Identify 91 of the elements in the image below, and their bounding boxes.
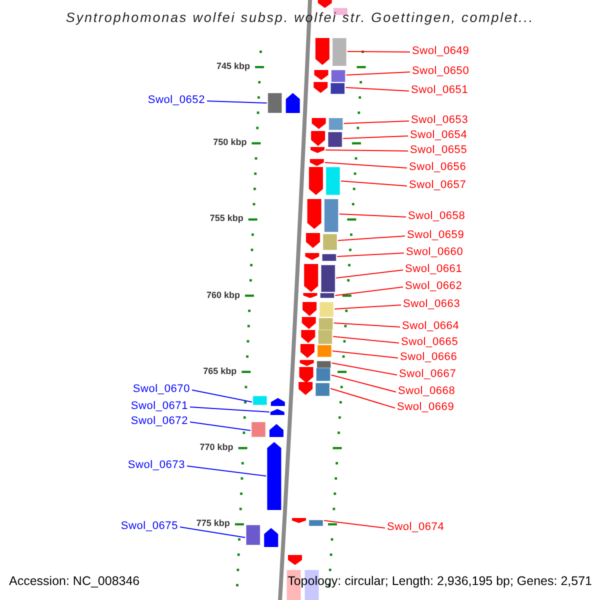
- scale-label: 755 kbp: [210, 214, 244, 224]
- gene-label: Swol_0667: [399, 369, 456, 380]
- accession-text: Accession: NC_008346: [9, 575, 140, 588]
- gene-feature: [301, 330, 332, 344]
- gene-feature: [318, 0, 332, 8]
- leader-line: [190, 422, 251, 431]
- leader-line: [332, 336, 400, 344]
- leader-line: [325, 150, 408, 152]
- gene-feature: [300, 344, 332, 358]
- scale-label: 775 kbp: [196, 519, 230, 528]
- gene-label: Swol_0654: [410, 130, 468, 141]
- gene-feature: [298, 382, 330, 396]
- leader-line: [180, 526, 246, 538]
- gene-label: Swol_0655: [410, 145, 468, 156]
- scale-label: 765 kbp: [203, 366, 237, 376]
- gene-feature: [299, 367, 331, 383]
- gene-feature: [292, 518, 324, 526]
- leader-line: [340, 180, 408, 186]
- gene-label: Swol_0653: [411, 115, 468, 126]
- genome-info-text: Topology: circular; Length: 2,936,195 bp; Genes: 2,571: [288, 575, 592, 588]
- gene-label: Swol_0674: [387, 522, 444, 533]
- gene-label: Swol_0657: [409, 180, 466, 191]
- gene-feature: [300, 360, 332, 368]
- gene-label: Swol_0666: [400, 352, 458, 363]
- gene-feature: [315, 38, 347, 66]
- gene-feature: [312, 118, 344, 130]
- gene-label: Swol_0670: [132, 384, 190, 395]
- leader-line: [332, 350, 398, 358]
- gene-label: Swol_0659: [407, 230, 464, 241]
- leader-line: [206, 100, 268, 104]
- gene-label: Swol_0669: [397, 402, 454, 413]
- leader-line: [190, 406, 270, 412]
- leader-line: [331, 362, 398, 376]
- gene-feature: [314, 82, 345, 94]
- leader-line: [330, 374, 396, 392]
- gene-feature: [252, 396, 285, 406]
- gene-label: Swol_0650: [412, 66, 470, 77]
- leader-line: [192, 390, 252, 402]
- gene-feature: [302, 302, 334, 318]
- leader-line: [334, 304, 402, 310]
- gene-feature: [251, 422, 284, 438]
- gene-feature: [307, 198, 339, 232]
- scale-label: 745 kbp: [216, 62, 250, 71]
- leader-line: [333, 322, 400, 328]
- scale-label: 760 kbp: [206, 290, 240, 300]
- gene-label: Swol_0665: [401, 337, 458, 348]
- leader-line: [342, 136, 408, 139]
- gene-feature: [303, 292, 335, 298]
- gene-label: Swol_0672: [130, 416, 188, 427]
- gene-feature: [308, 166, 340, 196]
- gene-label: Swol_0663: [403, 299, 460, 310]
- title: Syntrophomonas wolfei subsp. wolfei str. Goettingen, complet...: [64, 11, 536, 24]
- gene-feature: [305, 253, 336, 262]
- leader-line: [343, 120, 410, 124]
- gene-feature: [306, 233, 338, 250]
- gene-label: Swol_0671: [130, 401, 188, 412]
- gene-feature: [302, 317, 334, 330]
- leader-line: [338, 214, 406, 218]
- gene-label: Swol_0673: [128, 460, 185, 471]
- leader-line: [330, 388, 396, 408]
- leader-line: [324, 162, 408, 168]
- gene-feature: [268, 92, 300, 114]
- leader-line: [346, 51, 410, 52]
- gene-feature: [311, 131, 342, 148]
- scale-label: 750 kbp: [213, 138, 247, 148]
- gene-label: Swol_0660: [406, 247, 464, 258]
- gene-label: Swol_0664: [402, 321, 460, 332]
- leader-line: [337, 236, 406, 241]
- gene-feature: [267, 442, 282, 510]
- gene-feature: [304, 264, 336, 292]
- gene-label: Swol_0656: [409, 162, 466, 173]
- leader-line: [336, 270, 404, 278]
- leader-line: [186, 466, 267, 476]
- leader-line: [323, 520, 386, 528]
- gene-feature: [314, 70, 346, 82]
- gene-feature: [288, 555, 302, 565]
- leader-line: [336, 252, 404, 257]
- gene-label: Swol_0662: [405, 281, 462, 292]
- gene-label: Swol_0652: [148, 95, 205, 106]
- gene-label: Swol_0675: [120, 521, 178, 532]
- leader-line: [345, 87, 410, 92]
- gene-label: Swol_0651: [411, 85, 468, 96]
- gene-label: Swol_0649: [412, 46, 470, 57]
- gene-label: Swol_0658: [408, 211, 466, 222]
- leader-line: [346, 72, 410, 76]
- gene-feature: [270, 409, 284, 415]
- gene-label: Swol_0668: [398, 386, 456, 397]
- scale-label: 770 kbp: [200, 443, 234, 452]
- gene-feature: [246, 524, 278, 547]
- gene-label: Swol_0661: [405, 264, 462, 275]
- leader-line: [334, 286, 404, 296]
